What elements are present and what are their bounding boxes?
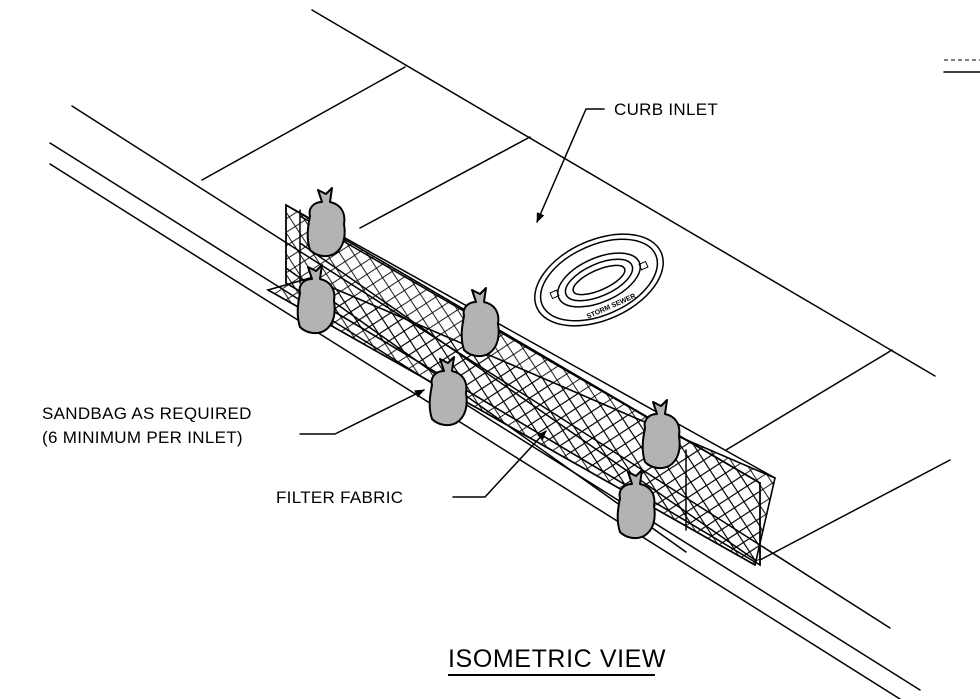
lid-text: STORM SEWER — [586, 293, 637, 321]
sandbag-label-line1: SANDBAG AS REQUIRED — [42, 404, 252, 423]
filter-fabric-fence — [265, 203, 776, 567]
curb-inlet-label: CURB INLET — [614, 100, 718, 119]
view-title: ISOMETRIC VIEW — [448, 645, 666, 673]
sandbags — [296, 187, 681, 540]
sandbag — [641, 399, 681, 470]
filter-fabric-label: FILTER FABRIC — [276, 488, 403, 507]
sidewalk-joints — [201, 59, 980, 561]
inlet-lid: STORM SEWER — [534, 233, 664, 327]
sandbag — [296, 264, 336, 335]
sandbag — [428, 356, 468, 427]
sandbag — [306, 187, 346, 258]
sandbag-label-line2: (6 MINIMUM PER INLET) — [42, 428, 243, 447]
sandbag — [460, 287, 500, 358]
sandbag — [616, 469, 656, 540]
leader-lines — [299, 108, 605, 498]
